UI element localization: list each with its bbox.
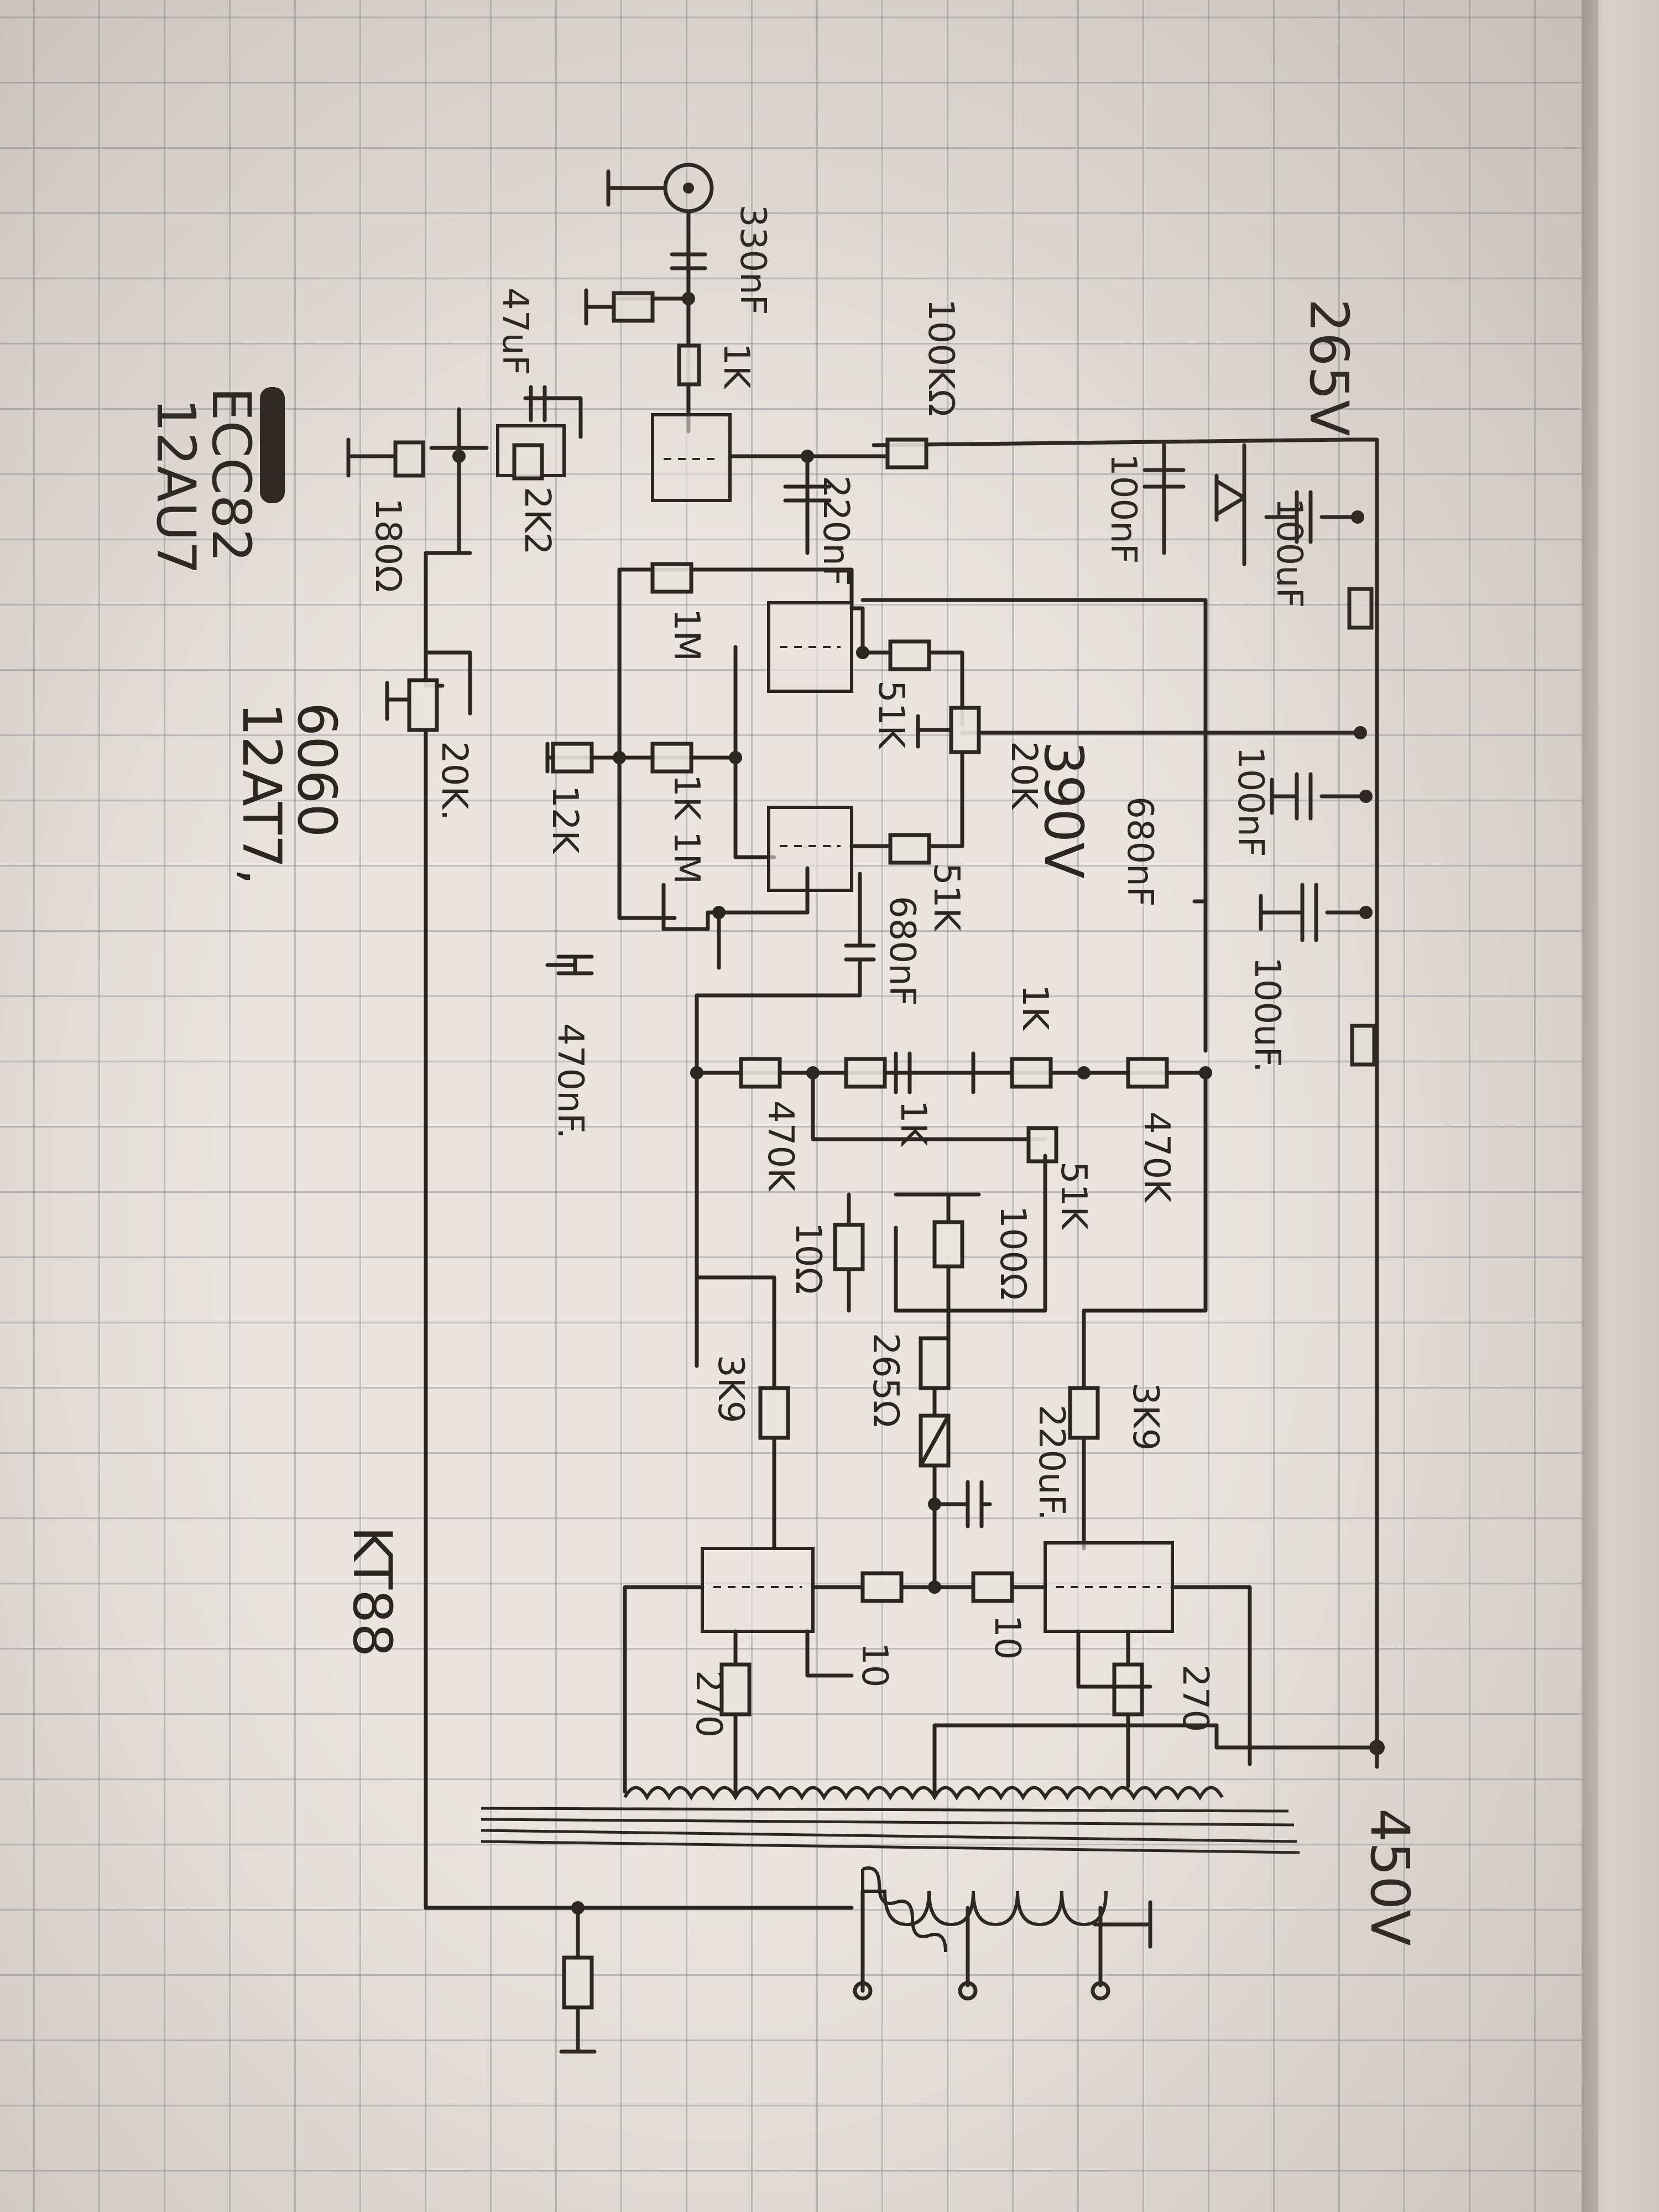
cathode-bypass-47u: [393, 440, 425, 478]
label-100u-mid: 100uF.: [1246, 957, 1287, 1073]
feedback-pot-20k: [407, 678, 439, 732]
kt88-tube-b: [1044, 1541, 1174, 1633]
label-270-b: 270: [1175, 1665, 1215, 1732]
label-330nf: 330nF: [732, 205, 773, 315]
bias-network: [690, 1051, 1212, 1594]
rail-resistor-1: [1347, 587, 1374, 630]
resistor-1k-1m: [650, 742, 693, 774]
grid-stopper-10-b: [971, 1571, 1014, 1603]
cathode-resistor-270-a: [719, 1662, 752, 1717]
label-kt88: KT88: [341, 1526, 403, 1657]
label-220n: 220nF: [815, 476, 856, 586]
output-stage: [623, 1541, 1379, 1794]
label-450v: 450V: [1359, 1808, 1421, 1946]
label-47uf: 47uF: [494, 288, 535, 375]
v2b-tube: [767, 806, 853, 892]
input-grid-leak: [612, 291, 655, 323]
label-51k-b: 51K: [926, 863, 967, 932]
feedback-resistor: [562, 1955, 594, 2010]
label-2k2: 2K2: [517, 487, 557, 555]
label-100k-top: 100KΩ: [920, 299, 961, 416]
graph-paper: [0, 0, 1598, 2212]
label-ecc82: ECC82: [200, 387, 262, 562]
grid-stopper-1k: [677, 343, 701, 387]
label-51k-a: 51K: [870, 680, 911, 749]
label-1k-c: 1K: [1014, 984, 1055, 1031]
balance-pot-20k: [949, 706, 981, 754]
label-10-bias: 10Ω: [787, 1222, 828, 1294]
label-265: 265Ω: [865, 1333, 906, 1427]
label-1k-grid: 1K: [716, 343, 757, 390]
grid-leak-1m: [650, 562, 693, 594]
label-470k-a: 470K: [760, 1100, 801, 1192]
label-100n-mid: 100nF: [1230, 747, 1271, 857]
label-220u: 220uF.: [1031, 1405, 1072, 1521]
resistor-51k-c: [1026, 1126, 1058, 1164]
anode-resistor-100k: [885, 437, 928, 469]
label-100-bias: 100Ω: [992, 1206, 1033, 1300]
cathode-resistor-2k2: [512, 443, 544, 481]
label-20k-fb: 20K.: [434, 741, 474, 821]
label-20k-pot: 20K: [1003, 741, 1044, 810]
notebook-page-edge: [1582, 0, 1659, 2212]
rail-resistor-2: [1350, 1024, 1376, 1067]
scribbled-out-label: [260, 387, 285, 503]
label-470n: 470nF.: [550, 1023, 591, 1139]
driver-stage: [545, 454, 981, 1368]
resistor-265: [919, 1336, 951, 1390]
resistor-10-bias: [932, 1220, 964, 1269]
cathode-resistor-51k-a: [888, 639, 931, 671]
resistor-12k: [551, 742, 594, 774]
resistor-3k9-b: [1068, 1386, 1100, 1440]
label-680-b: 680nF: [881, 896, 922, 1006]
label-12k: 12K: [544, 785, 585, 854]
power-rail: [860, 437, 1385, 1769]
label-3k9-a: 3K9: [710, 1355, 751, 1423]
label-12at7: 12AT7,: [231, 702, 293, 885]
label-6060: 6060: [286, 702, 348, 837]
label-10-a: 10: [854, 1642, 895, 1687]
label-3k9-b: 3K9: [1125, 1383, 1166, 1451]
resistor-100-bias: [833, 1223, 865, 1271]
label-51k-c: 51K: [1053, 1161, 1094, 1230]
resistor-1k-c: [1010, 1057, 1053, 1089]
label-270-a: 270: [688, 1670, 729, 1738]
label-390v: 390V: [1032, 741, 1094, 879]
input-stage: [346, 163, 928, 1910]
resistor-470k-a: [739, 1057, 782, 1089]
v1-tube: [651, 413, 732, 502]
label-180: 180Ω: [367, 498, 408, 592]
label-1m-a: 1M: [666, 608, 707, 661]
label-680-a: 680nF: [1119, 796, 1160, 907]
label-100u-top: 100uF: [1269, 498, 1310, 608]
schematic-labels: 265V 450V 390V ECC82 12AU7 E81CC 6060 12…: [145, 205, 1421, 1946]
resistor-3k9-a: [758, 1386, 790, 1440]
cathode-resistor-51k-b: [888, 833, 931, 865]
label-1k-b: 1K: [893, 1100, 933, 1147]
label-265v: 265V: [1298, 299, 1360, 436]
resistor-470k-b: [1126, 1057, 1169, 1089]
label-100n-top: 100nF: [1103, 453, 1144, 564]
label-1k-1m: 1K 1M: [666, 774, 707, 884]
resistor-1k-b: [844, 1057, 887, 1089]
label-470k-b: 470K: [1136, 1112, 1177, 1203]
kt88-tube-a: [701, 1547, 815, 1633]
grid-stopper-10-a: [860, 1571, 904, 1603]
label-12au7: 12AU7: [145, 398, 207, 575]
output-transformer: [424, 1786, 1300, 2054]
label-10-b: 10: [987, 1615, 1027, 1660]
cathode-resistor-270-b: [1112, 1662, 1144, 1717]
